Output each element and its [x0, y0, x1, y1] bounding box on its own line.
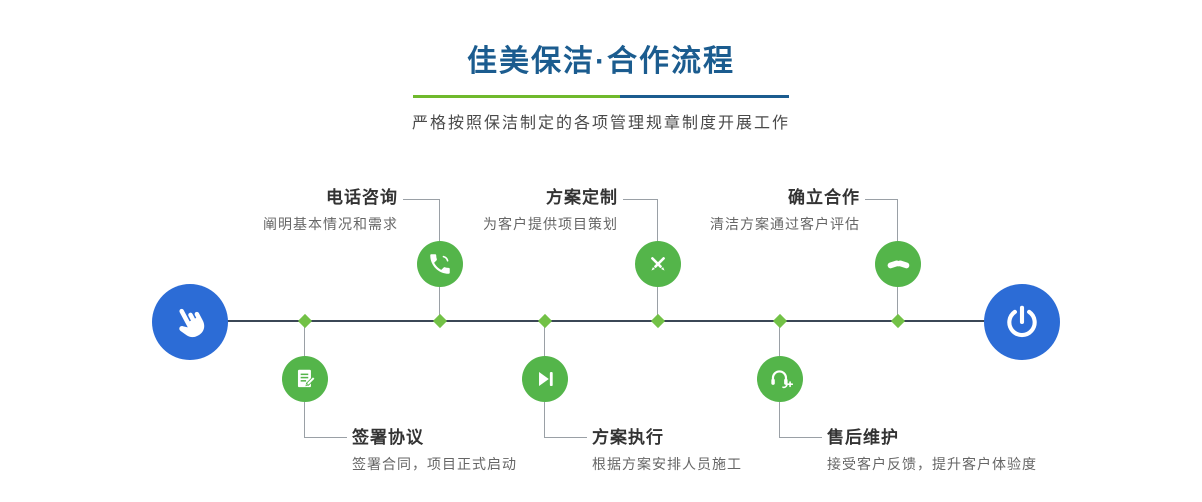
step-title: 签署协议	[352, 428, 424, 447]
step-phone-label: 电话咨询 阐明基本情况和需求	[263, 186, 398, 234]
step-contract-label: 签署协议 签署合同，项目正式启动	[352, 426, 517, 474]
connector-line	[779, 326, 780, 356]
page-subtitle: 严格按照保洁制定的各项管理规章制度开展工作	[411, 115, 790, 132]
connector-line	[305, 437, 347, 438]
step-desc: 签署合同，项目正式启动	[352, 456, 517, 472]
timeline-line	[190, 320, 1022, 322]
title-divider	[413, 95, 789, 98]
step-desc: 阐明基本情况和需求	[263, 216, 398, 232]
step-desc: 根据方案安排人员施工	[592, 456, 742, 472]
connector-line	[544, 326, 545, 356]
step-title: 方案定制	[546, 188, 618, 207]
connector-line	[657, 287, 658, 316]
step-title: 售后维护	[827, 428, 899, 447]
power-icon	[1003, 303, 1041, 341]
connector-line	[865, 199, 898, 200]
connector-line	[304, 326, 305, 356]
divider-green-segment	[413, 95, 620, 98]
start-node	[152, 284, 228, 360]
timeline-diamond	[297, 313, 313, 329]
connector-line	[439, 199, 440, 242]
step-node-aftersales	[757, 356, 803, 402]
connector-line	[544, 402, 545, 438]
timeline-diamond	[772, 313, 788, 329]
step-node-cooperation	[875, 241, 921, 287]
connector-line	[657, 199, 658, 242]
connector-line	[623, 199, 658, 200]
step-node-phone	[417, 241, 463, 287]
play-icon	[532, 366, 558, 392]
step-aftersales-label: 售后维护 接受客户反馈，提升客户体验度	[827, 426, 1037, 474]
step-title: 电话咨询	[326, 188, 398, 207]
hand-pointer-icon	[166, 298, 215, 347]
step-cooperation-label: 确立合作 清洁方案通过客户评估	[710, 186, 860, 234]
connector-line	[403, 199, 440, 200]
page-title: 佳美保洁·合作流程	[467, 45, 735, 78]
connector-line	[779, 402, 780, 438]
connector-line	[897, 199, 898, 242]
connector-line	[439, 287, 440, 316]
connector-line	[780, 437, 822, 438]
step-execute-label: 方案执行 根据方案安排人员施工	[592, 426, 742, 474]
handshake-icon	[885, 251, 912, 278]
end-node	[984, 284, 1060, 360]
step-title: 确立合作	[788, 188, 860, 207]
contract-icon	[292, 366, 318, 392]
phone-icon	[427, 251, 453, 277]
pencil-ruler-icon	[645, 251, 671, 277]
timeline-diamond	[432, 313, 448, 329]
connector-line	[545, 437, 587, 438]
timeline-diamond	[537, 313, 553, 329]
step-desc: 接受客户反馈，提升客户体验度	[827, 456, 1037, 472]
timeline-diamond	[890, 313, 906, 329]
headset-icon	[767, 366, 793, 392]
step-title: 方案执行	[592, 428, 664, 447]
step-node-design	[635, 241, 681, 287]
timeline-diamond	[650, 313, 666, 329]
step-desc: 清洁方案通过客户评估	[710, 216, 860, 232]
step-desc: 为客户提供项目策划	[483, 216, 618, 232]
divider-blue-segment	[619, 95, 789, 98]
step-node-execute	[522, 356, 568, 402]
connector-line	[304, 402, 305, 438]
connector-line	[897, 287, 898, 316]
step-node-contract	[282, 356, 328, 402]
step-design-label: 方案定制 为客户提供项目策划	[483, 186, 618, 234]
